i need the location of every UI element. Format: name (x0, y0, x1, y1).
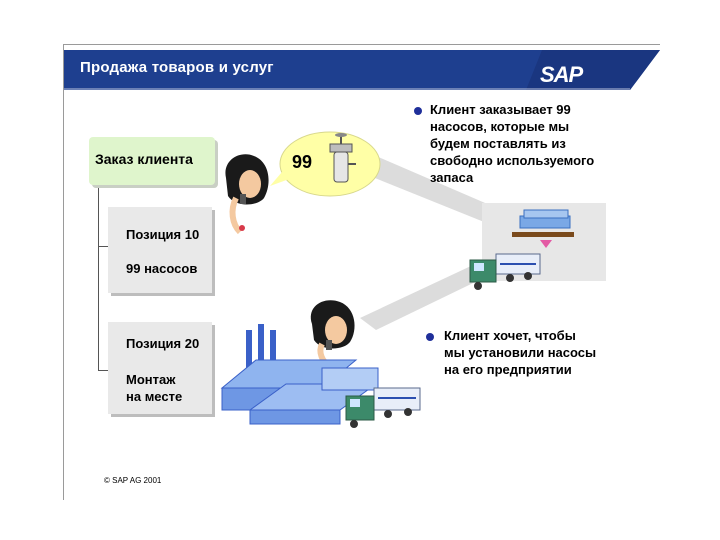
woman-on-phone-icon-2 (310, 300, 355, 369)
item-20-title: Позиция 20 (126, 336, 200, 351)
customer-order-label: Заказ клиента (95, 151, 193, 167)
bullet-1-line: свободно используемого (430, 153, 595, 168)
item-20-box: Позиция 20 Монтаж на месте (108, 322, 212, 414)
bullet-1-line: будем поставлять из (430, 136, 566, 151)
header-bar-shape (64, 50, 660, 90)
item-10-box: Позиция 10 99 насосов (108, 207, 212, 293)
page-title: Продажа товаров и услуг (80, 59, 274, 76)
tree-line-vertical (98, 186, 99, 370)
bullet-1-line: насосов, которые мы (430, 119, 570, 134)
warehouse-pallet-icon (512, 209, 574, 248)
bullet-text-1: Клиент заказывает 99 насосов, которые мы… (430, 101, 594, 186)
bullet-2-line: на его предприятии (444, 362, 572, 377)
bullet-dot-1 (414, 107, 422, 115)
speech-bubble-tail (270, 172, 292, 186)
bullet-2-line: Клиент хочет, чтобы (444, 328, 576, 343)
header-bar: Продажа товаров и услуг SAP (64, 50, 660, 90)
bullet-text-2: Клиент хочет, чтобы мы установили насосы… (444, 327, 596, 378)
tree-line-item-20 (98, 370, 108, 371)
factory-icon (220, 324, 379, 425)
bullet-dot-2 (426, 333, 434, 341)
woman-on-phone-icon (225, 154, 269, 235)
pump-icon (329, 133, 356, 183)
speech-bubble (279, 131, 381, 197)
truck-icon (469, 253, 541, 290)
copyright-notice: © SAP AG 2001 (104, 476, 162, 485)
bullet-1-line: Клиент заказывает 99 (430, 102, 571, 117)
truck-icon-2 (345, 387, 421, 428)
item-20-detail-line2: на месте (126, 389, 183, 404)
left-rule (63, 44, 64, 500)
bullet-1-line: запаса (430, 170, 474, 185)
flow-band-bottom (360, 258, 500, 330)
customer-order-box: Заказ клиента (89, 137, 215, 185)
item-10-detail: 99 насосов (126, 261, 198, 276)
item-10-title: Позиция 10 (126, 227, 200, 242)
item-20-detail-line1: Монтаж (126, 372, 176, 387)
tree-line-item-10 (98, 246, 108, 247)
bubble-quantity: 99 (292, 152, 313, 172)
flow-band-top (360, 156, 506, 226)
sap-logo: SAP (540, 62, 583, 87)
bullet-2-line: мы установили насосы (444, 345, 597, 360)
top-rule (63, 44, 660, 45)
